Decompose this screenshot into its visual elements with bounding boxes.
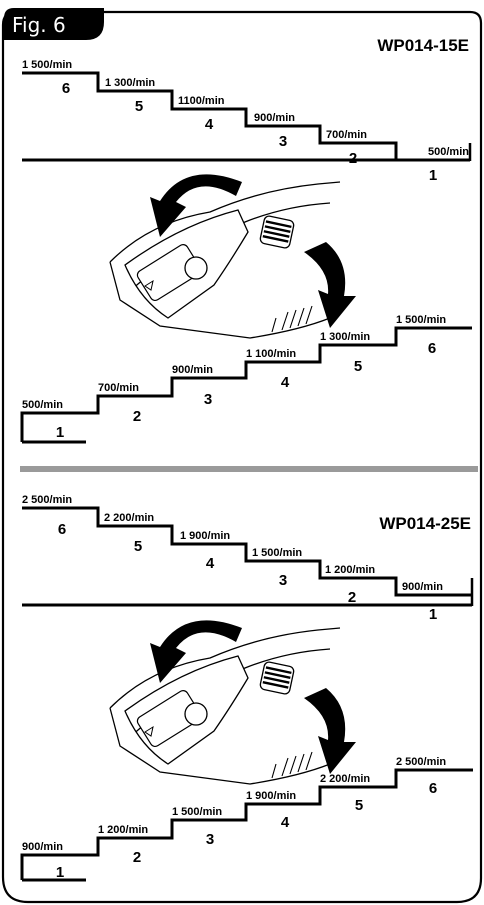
staircase-outline [20,326,472,444]
staircase-descending: 2 500/min 6 2 200/min 5 1 900/min 4 1 50… [22,494,474,623]
level-label: 4 [281,814,290,831]
staircase-outline [22,71,470,162]
level-label: 3 [279,133,287,150]
speed-label: 1 900/min [180,530,230,542]
speed-label: 1 300/min [320,331,370,343]
speed-label: 2 500/min [22,494,72,506]
speed-label: 1 300/min [105,77,155,89]
level-label: 4 [206,555,215,572]
speed-label: 700/min [98,382,139,394]
speed-label: 1 500/min [22,59,72,71]
staircase-ascending: 900/min 1 1 200/min 2 1 500/min 3 1 900/… [20,756,473,882]
level-label: 4 [205,116,214,133]
speed-label: 1 200/min [325,564,375,576]
level-label: 1 [56,424,64,441]
section-wp014-25e: WP014-25E 2 500/min 6 2 200/min 5 1 900/… [20,494,474,882]
tool-triangle-mark [144,725,154,737]
tool-vents [271,305,313,333]
speed-label: 2 500/min [396,756,446,768]
model-label: WP014-15E [377,36,469,55]
level-label: 3 [279,572,287,589]
speed-label: 1 500/min [172,806,222,818]
speed-label: 900/min [22,841,63,853]
level-label: 4 [281,374,290,391]
level-label: 3 [206,831,214,848]
level-label: 1 [429,606,437,623]
speed-label: 900/min [254,112,295,124]
speed-label: 1 500/min [396,314,446,326]
level-label: 2 [349,150,357,167]
rotate-right-arrow-icon [304,242,356,328]
figure-frame [1,10,483,904]
tool-button [184,256,208,280]
tool-housing [109,209,331,339]
level-label: 2 [133,408,141,425]
level-label: 2 [348,589,356,606]
model-label: WP014-25E [379,514,471,533]
tool-triangle-mark [144,279,154,291]
speed-label: 2 200/min [320,773,370,785]
level-label: 6 [429,780,437,797]
level-label: 5 [135,98,143,115]
speed-label: 2 200/min [104,512,154,524]
tool-housing [109,655,331,785]
staircase-ascending: 500/min 1 700/min 2 900/min 3 1 100/min … [20,314,472,444]
speed-label: 1 900/min [246,790,296,802]
speed-dial-wheel [259,215,295,249]
level-label: 3 [204,391,212,408]
speed-dial-icon [109,174,356,339]
staircase-descending: 1 500/min 6 1 300/min 5 1100/min 4 900/m… [22,59,472,184]
level-label: 6 [428,340,436,357]
speed-label: 900/min [172,364,213,376]
level-label: 6 [62,80,70,97]
speed-label: 1100/min [178,95,225,107]
level-label: 1 [56,864,64,881]
tool-button [184,702,208,726]
speed-label: 900/min [402,581,443,593]
speed-label: 1 100/min [246,348,296,360]
tool-vents [271,751,313,779]
speed-dial-wheel [259,661,295,695]
staircase-outline [20,768,473,882]
speed-label: 700/min [326,129,367,141]
figure-label: Fig. 6 [12,13,66,37]
speed-dial-icon [109,620,356,785]
section-wp014-15e: WP014-15E 1 500/min 6 1 300/min 5 1100/m… [20,36,472,444]
level-label: 1 [429,167,437,184]
level-label: 6 [58,521,66,538]
rotate-right-arrow-icon [304,688,356,774]
level-label: 5 [355,797,363,814]
staircase-outline [22,506,472,607]
level-label: 5 [134,538,142,555]
speed-label: 1 500/min [252,547,302,559]
speed-label: 500/min [428,146,469,158]
speed-label: 500/min [22,399,63,411]
level-label: 5 [354,358,362,375]
level-label: 2 [133,849,141,866]
figure-tab [4,8,104,40]
speed-label: 1 200/min [98,824,148,836]
